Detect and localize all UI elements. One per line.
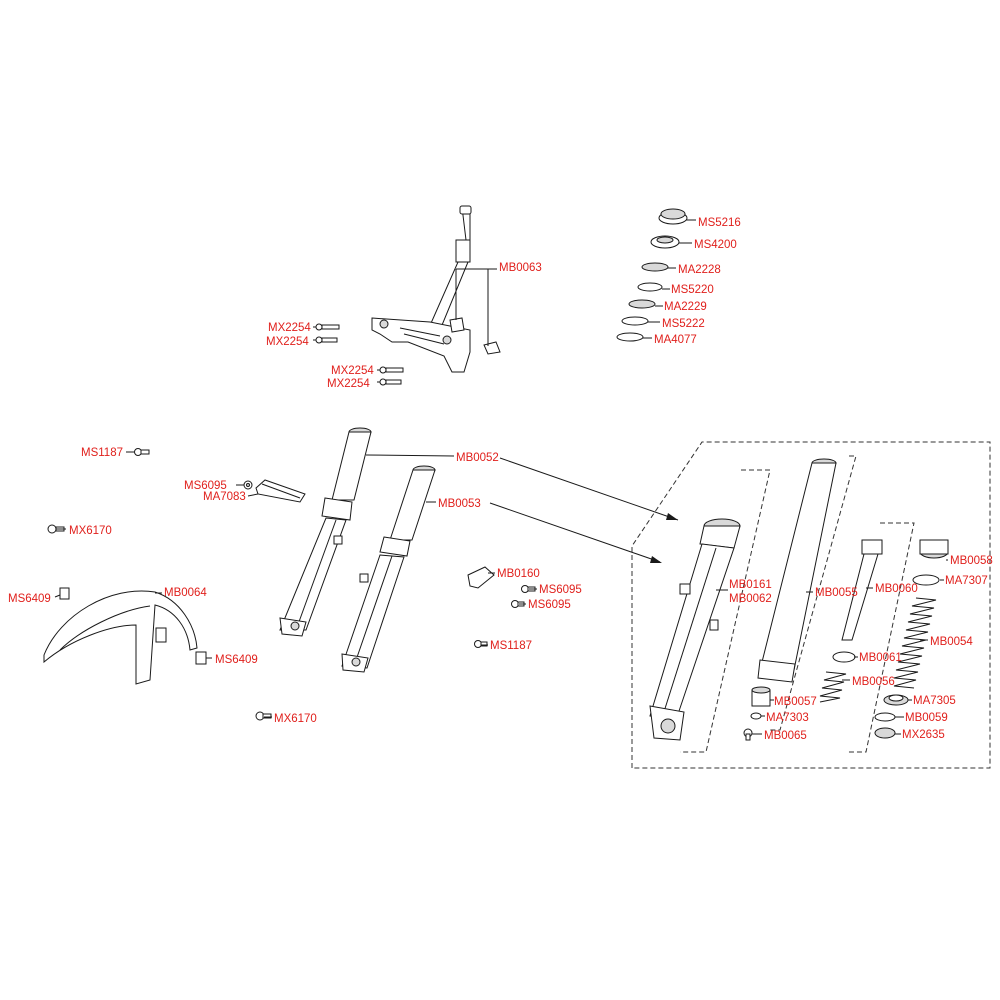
label-MS6095-a: MS6095 (184, 480, 227, 492)
label-MB0065: MB0065 (764, 730, 807, 742)
spring-MB0056 (819, 671, 847, 703)
clip-MS6409-a (59, 587, 70, 600)
label-MA7305: MA7305 (913, 695, 956, 707)
label-MA4077: MA4077 (654, 334, 697, 346)
bracket-MA7083 (255, 479, 306, 503)
label-MX2635: MX2635 (902, 729, 945, 741)
label-MS4200: MS4200 (694, 239, 737, 251)
screw-MB0065 (743, 728, 753, 741)
fork-leg-MB0052 (279, 427, 372, 637)
label-MB0055: MB0055 (815, 587, 858, 599)
part-labels: MB0063 MS5216 MS4200 MA2228 MS5220 MA222… (8, 217, 993, 742)
label-MX2254-c: MX2254 (331, 365, 374, 377)
clip-MS6409-b (195, 651, 207, 665)
damper-rod-MB0060 (841, 522, 915, 753)
label-MX6170-b: MX6170 (274, 713, 317, 725)
label-MX6170-a: MX6170 (69, 525, 112, 537)
ring-MB0059 (874, 712, 896, 722)
label-MB0062: MB0062 (729, 593, 772, 605)
label-MS5220: MS5220 (671, 284, 714, 296)
label-MB0058: MB0058 (950, 555, 993, 567)
label-MS6095-c: MS6095 (528, 599, 571, 611)
arrowhead-b (650, 556, 662, 563)
label-MX2254-b: MX2254 (266, 336, 309, 348)
label-MA7307: MA7307 (945, 575, 988, 587)
label-MB0057: MB0057 (774, 696, 817, 708)
leader-MB0063 (455, 268, 497, 346)
cap-MB0058 (919, 539, 949, 559)
label-MB0064: MB0064 (164, 587, 207, 599)
bolt-MS1187-b (474, 640, 488, 648)
seal-MA7305 (883, 694, 909, 706)
label-MB0063: MB0063 (499, 262, 542, 274)
screw-group-MX2254 (315, 323, 404, 386)
label-MB0060: MB0060 (875, 583, 918, 595)
steering-stem (371, 205, 501, 373)
ring-MB0061 (832, 651, 856, 663)
label-MA2229: MA2229 (664, 301, 707, 313)
outer-tube-MB0161 (649, 469, 771, 753)
label-MS1187-b: MS1187 (490, 640, 532, 652)
label-MA7303: MA7303 (766, 712, 809, 724)
label-MB0059: MB0059 (905, 712, 948, 724)
ring-MA7307 (912, 574, 940, 586)
leader-lines (54, 219, 948, 735)
seal-MX2635 (874, 727, 896, 739)
bolt-MS1187-a (134, 448, 150, 456)
label-MS6095-b: MS6095 (539, 584, 582, 596)
label-MB0054: MB0054 (930, 636, 973, 648)
label-MX2254-a: MX2254 (268, 322, 311, 334)
label-MX2254-d: MX2254 (327, 378, 370, 390)
screw-MX6170-b (255, 711, 272, 721)
bearing-stack (616, 208, 688, 342)
label-MB0161: MB0161 (729, 579, 772, 591)
label-MS6409-a: MS6409 (8, 593, 51, 605)
arrowhead-a (666, 513, 678, 520)
label-MA7083: MA7083 (203, 491, 246, 503)
bracket-MB0160 (467, 566, 495, 589)
label-MB0061: MB0061 (859, 652, 902, 664)
label-MA2228: MA2228 (678, 264, 721, 276)
label-MS5216: MS5216 (698, 217, 741, 229)
label-MB0160: MB0160 (497, 568, 540, 580)
washer-MS6095-a (243, 480, 253, 490)
label-MS1187-a: MS1187 (81, 447, 123, 459)
label-MS5222: MS5222 (662, 318, 705, 330)
front-fender (43, 590, 198, 685)
inner-tube-MB0055 (757, 455, 857, 731)
spring-MB0054 (893, 597, 937, 689)
fork-leg-MB0053 (341, 465, 436, 673)
piston-MB0057 (751, 686, 771, 707)
label-MS6409-b: MS6409 (215, 654, 258, 666)
label-MB0056: MB0056 (852, 676, 895, 688)
exploded-view-frame (631, 441, 991, 769)
washer-MA7303 (750, 712, 762, 720)
label-MB0053: MB0053 (438, 498, 481, 510)
label-MB0052: MB0052 (456, 452, 499, 464)
